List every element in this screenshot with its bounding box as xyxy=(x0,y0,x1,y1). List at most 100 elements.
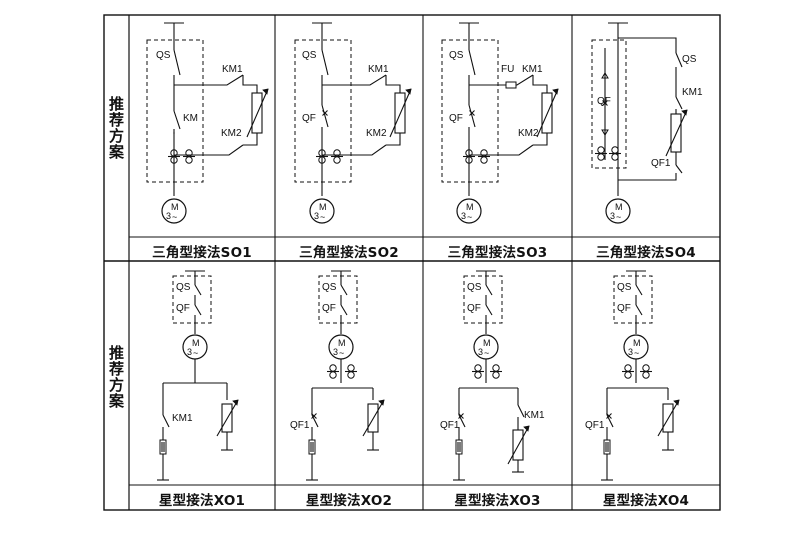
ct-symbol xyxy=(331,149,343,164)
switch-blade xyxy=(485,304,493,316)
qs-switch xyxy=(194,280,202,300)
wire xyxy=(458,413,464,419)
qs-switch xyxy=(340,280,348,300)
ct-coil xyxy=(597,153,605,161)
km2-contact xyxy=(469,144,534,156)
ct-symbol xyxy=(345,364,357,379)
arrow-head xyxy=(262,88,269,95)
qs-switch xyxy=(675,48,683,72)
motor-wave: ~ xyxy=(193,348,198,358)
breaker-x-mark xyxy=(602,100,608,106)
ct-coil xyxy=(597,146,605,154)
ground-symbol xyxy=(453,476,465,481)
ct-symbol xyxy=(168,149,180,164)
variable-arrow xyxy=(389,88,412,138)
component-label: QS xyxy=(467,282,482,293)
equipment-enclosure xyxy=(591,39,627,169)
component-label: QF1 xyxy=(440,420,460,431)
km2-contact xyxy=(322,144,387,156)
left-leg-switch xyxy=(311,410,319,432)
main-switch xyxy=(468,45,476,80)
right-leg-switch xyxy=(517,400,525,422)
component-label: QF1 xyxy=(585,420,605,431)
variable-resistor-symbol xyxy=(362,399,385,437)
component-label: KM1 xyxy=(682,87,703,98)
qf-switch xyxy=(340,300,348,320)
component-label: QS xyxy=(322,282,337,293)
motor-phase: 3 xyxy=(166,211,171,221)
contactor-switch xyxy=(173,106,181,134)
motor-letter: M xyxy=(466,202,474,212)
equipment-enclosure xyxy=(441,39,499,183)
ct-coil xyxy=(474,364,482,372)
switch-blade xyxy=(675,164,683,174)
component-label: KM1 xyxy=(524,410,545,421)
wire xyxy=(311,413,317,419)
variable-arrow xyxy=(246,88,269,138)
ct-coil xyxy=(624,364,632,372)
ct-coil xyxy=(611,153,619,161)
switch-blade xyxy=(162,414,170,428)
component-label: QS xyxy=(176,282,191,293)
switch-blade xyxy=(675,96,683,110)
caption-xo4: 星型接法XO4 xyxy=(602,493,690,509)
wire xyxy=(469,110,475,116)
left-leg-switch xyxy=(162,410,170,432)
variable-arrow xyxy=(665,109,688,157)
component-label: QF1 xyxy=(290,420,310,431)
component-label: KM1 xyxy=(522,64,543,75)
wire xyxy=(602,100,608,106)
motor-letter: M xyxy=(192,338,200,348)
ct-coil xyxy=(347,371,355,379)
row-header-text: 推荐方案 xyxy=(107,345,125,409)
breaker-switch xyxy=(321,100,329,132)
arrow-head xyxy=(232,399,239,406)
table-grid xyxy=(103,14,721,511)
km1-wire xyxy=(385,75,401,93)
motor-circle xyxy=(309,198,335,224)
switch-blade xyxy=(485,284,493,296)
arrow-head xyxy=(523,425,530,432)
motor-letter: M xyxy=(483,338,491,348)
arrow-head xyxy=(673,399,680,406)
switch-blade xyxy=(173,110,181,130)
caption-so4: 三角型接法SO4 xyxy=(596,245,696,261)
ct-coil xyxy=(474,371,482,379)
switch-blade xyxy=(321,104,329,128)
caption-so1: 三角型接法SO1 xyxy=(152,245,252,261)
km1-contact xyxy=(322,74,387,86)
ct-symbol xyxy=(595,146,607,161)
component-label: QS xyxy=(302,50,317,61)
km2-contact xyxy=(174,144,244,156)
variable-arrow xyxy=(657,399,680,437)
ct-symbol xyxy=(609,146,621,161)
component-label: KM xyxy=(183,113,198,124)
main-switch xyxy=(173,45,181,80)
component-label: KM2 xyxy=(221,128,242,139)
fuse-body xyxy=(159,439,167,455)
ct-coil xyxy=(329,364,337,372)
ground-symbol xyxy=(512,468,524,473)
switch-blade xyxy=(194,284,202,296)
motor-symbol: M3~ xyxy=(309,198,335,224)
star-branch-fuse xyxy=(601,432,613,481)
arrow-head xyxy=(378,399,385,406)
motor-symbol: M3~ xyxy=(182,334,208,360)
variable-resistor-symbol xyxy=(246,88,269,138)
component-label: QF xyxy=(597,96,611,107)
caption-so3: 三角型接法SO3 xyxy=(447,245,548,261)
km2-wire xyxy=(243,133,258,146)
switch-blade xyxy=(173,49,181,76)
qf1-switch xyxy=(675,160,683,178)
motor-phase: 3 xyxy=(628,347,633,357)
variable-arrow xyxy=(216,399,239,437)
switch-blade xyxy=(321,49,329,76)
caption-so2: 三角型接法SO2 xyxy=(299,245,399,261)
km1-contact xyxy=(174,74,244,86)
fuse-body xyxy=(308,439,316,455)
motor-wave: ~ xyxy=(616,212,621,222)
ct-symbol xyxy=(316,149,328,164)
